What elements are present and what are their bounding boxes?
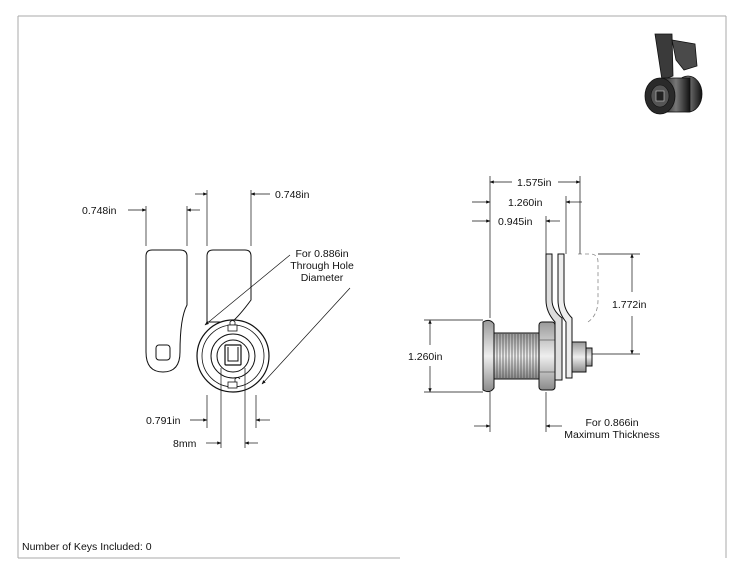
cam-plate [545, 253, 563, 381]
lock-flange-side [482, 319, 495, 393]
hole-note-line2: Through Hole [290, 260, 354, 272]
dim-overall-length: 1.575in [517, 177, 552, 189]
dim-flange-width: 0.791in [146, 415, 181, 427]
hex-nut [538, 321, 556, 391]
thickness-note-line1: For 0.866in [585, 417, 638, 429]
hole-note-line1: For 0.886in [295, 248, 348, 260]
dim-cam-height: 1.772in [612, 299, 647, 311]
dim-lever-right-width: 0.748in [275, 189, 310, 201]
dim-key-slot: 8mm [173, 438, 197, 450]
lock-cylinder [210, 333, 256, 379]
cam-lever-left [145, 249, 188, 373]
lock-symbol-icon [227, 320, 238, 332]
keys-included-note: Number of Keys Included: 0 [22, 541, 152, 553]
product-thumbnail-image [644, 33, 703, 115]
dim-flange-height: 1.260in [408, 351, 443, 363]
cam-lever-right [206, 249, 252, 323]
key-slot [224, 344, 242, 366]
front-view: 0.748in 0.748in For 0.886in Through Hole… [82, 189, 354, 450]
dim-short-length: 0.945in [498, 216, 533, 228]
hole-note-line3: Diameter [301, 272, 344, 284]
dim-lever-left-width: 0.748in [82, 205, 117, 217]
thread-lines [496, 334, 537, 378]
side-view: 1.575in 1.260in 0.945in 1.772in 1.260in … [408, 176, 660, 441]
thickness-note-line2: Maximum Thickness [564, 429, 660, 441]
end-screw [571, 341, 587, 373]
unlock-symbol-icon [227, 377, 241, 389]
dim-mid-length: 1.260in [508, 197, 543, 209]
threaded-body [493, 332, 540, 380]
sheet-border [17, 15, 727, 559]
